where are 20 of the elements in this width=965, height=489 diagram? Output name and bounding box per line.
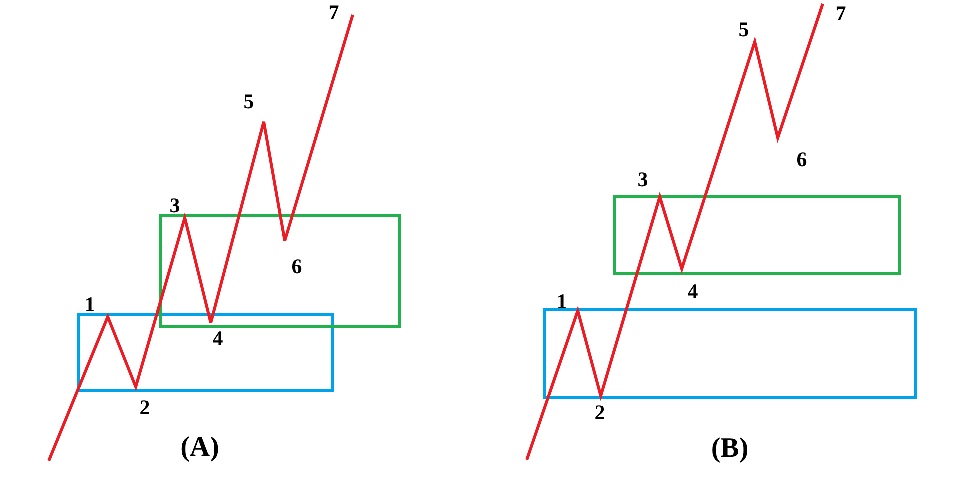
panel-label: (B) — [711, 435, 749, 463]
wave-point-number: 4 — [688, 282, 698, 302]
wave-point-number: 5 — [738, 20, 750, 40]
wave-point-number: 3 — [170, 196, 180, 216]
wave-point-number: 7 — [328, 2, 340, 24]
wave-point-number: 4 — [212, 328, 224, 350]
wave-point-number: 5 — [244, 92, 254, 112]
panel-label: (A) — [180, 434, 220, 462]
wave-point-number: 1 — [84, 294, 96, 316]
zone-rectangle — [76, 312, 334, 392]
wave-point-number: 6 — [796, 150, 808, 170]
wave-point-number: 2 — [594, 402, 606, 424]
wave-point-number: 3 — [638, 170, 648, 190]
zone-rectangle — [158, 214, 400, 328]
zone-rectangle — [612, 194, 900, 274]
wave-point-number: 2 — [140, 398, 150, 418]
wave-point-number: 7 — [836, 4, 846, 24]
zone-rectangle — [542, 308, 916, 398]
wave-point-number: 6 — [292, 256, 302, 278]
wave-point-number: 1 — [556, 292, 568, 312]
